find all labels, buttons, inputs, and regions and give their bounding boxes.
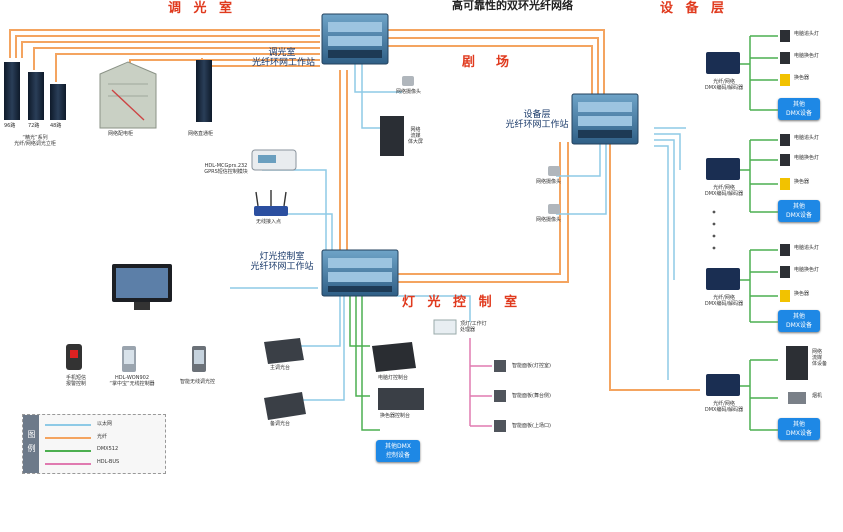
theater-equipment: [380, 76, 560, 214]
phone-label: 手机短信报警控制: [65, 375, 86, 387]
legend-row-hdl-bus: HDL-BUS: [45, 458, 161, 469]
legend-line-hdl-bus: [45, 463, 91, 465]
fixture-label-3b: 电脑换色灯: [794, 267, 820, 273]
power-box-label: 网络配电柜: [108, 131, 134, 137]
panel-label-1: 智能面板(灯控室): [512, 363, 551, 369]
fixture-label-3c: 换色器: [794, 291, 810, 297]
panel-label-2: 智能面板(舞台侧): [512, 393, 551, 399]
legend: 图例 以太网 光纤 DMX512 HDL-BUS: [22, 414, 166, 474]
zone-equipment: 设 备 层: [660, 1, 729, 16]
legend-row-fiber: 光纤: [45, 432, 161, 443]
workstation-dimming: [321, 13, 389, 65]
workstation-equipment: [571, 93, 639, 145]
mobile-devices: [66, 344, 206, 372]
fixture-label-1b: 电脑换色灯: [794, 53, 820, 59]
fixture-label-1c: 换色器: [794, 75, 810, 81]
workstation-dimming-label: 调光室光纤环网工作站: [252, 48, 316, 69]
cabinet-96-label: 96路: [4, 123, 16, 129]
camera-label-3: 网络摄像头: [536, 217, 562, 223]
cabinet-72-label: 72路: [28, 123, 40, 129]
rack-label: 网络流媒体设备: [812, 349, 828, 367]
lobby-processor-label: 顶灯/工作灯处理器: [460, 321, 487, 333]
workstation-equipment-label: 设备层光纤环网工作站: [505, 110, 569, 131]
legend-line-fiber: [45, 437, 91, 439]
camera-label-2: 网络摄像头: [536, 179, 562, 185]
smartphone-label: 智能无线调光控: [180, 379, 216, 385]
vertical-dots: [712, 210, 716, 250]
diagram-title: 高可靠性的双环光纤网络: [452, 0, 573, 12]
direct-cabinet-label: 网络直通柜: [188, 131, 214, 137]
zone-control-room: 灯 光 控 制 室: [402, 295, 522, 310]
workstation-control-label: 灯光控制室光纤环网工作站: [250, 252, 314, 273]
consoles: [264, 319, 457, 420]
camera-label-1: 网络摄像头: [396, 89, 422, 95]
legend-line-dmx: [45, 450, 91, 452]
cabinet-caption: “精光”系列光纤/网络调光立柜: [14, 135, 56, 147]
power-distribution-box: [99, 61, 157, 129]
hdl-bus-lines: [469, 338, 492, 427]
converters: [706, 52, 740, 396]
panel-label-3: 智能面板(上场口): [512, 423, 551, 429]
zone-dimming-room: 调 光 室: [168, 1, 237, 16]
playback-rack-label: 网络流媒体大屏: [408, 127, 424, 145]
fixtures: [780, 30, 808, 404]
computer-console-label: 电脑灯控制台: [378, 375, 409, 381]
fixture-label-2c: 换色器: [794, 179, 810, 185]
wireless-ap-label: 无线接入点: [256, 219, 282, 225]
legend-row-ethernet: 以太网: [45, 419, 161, 430]
dmx-lines: [349, 35, 778, 431]
main-console-label: 主调光台: [270, 365, 291, 371]
fog-machine-label: 烟机: [812, 393, 823, 399]
wireless-ap: [254, 190, 288, 216]
touch-monitor: [112, 264, 172, 310]
zone-theater: 剧 场: [462, 55, 514, 70]
legend-tag: 图例: [23, 415, 39, 473]
dimmer-cabinets: [4, 60, 212, 122]
pda-label: HDL-WON902“掌中宝”无线控制器: [109, 375, 155, 387]
color-console-label: 换色器控制台: [380, 413, 411, 419]
fixture-label-3a: 电脑追头灯: [794, 245, 820, 251]
gprs-module: [251, 149, 297, 171]
fixture-label-2b: 电脑换色灯: [794, 155, 820, 161]
legend-row-dmx: DMX512: [45, 445, 161, 456]
fixture-label-2a: 电脑追头灯: [794, 135, 820, 141]
smart-panels: [494, 360, 506, 432]
legend-line-ethernet: [45, 424, 91, 426]
ethernet-lines: [230, 60, 686, 401]
cabinet-48-label: 48路: [50, 123, 62, 129]
fixture-label-1a: 电脑追头灯: [794, 31, 820, 37]
workstation-control: [321, 249, 399, 297]
backup-console-label: 备调光台: [270, 421, 291, 427]
